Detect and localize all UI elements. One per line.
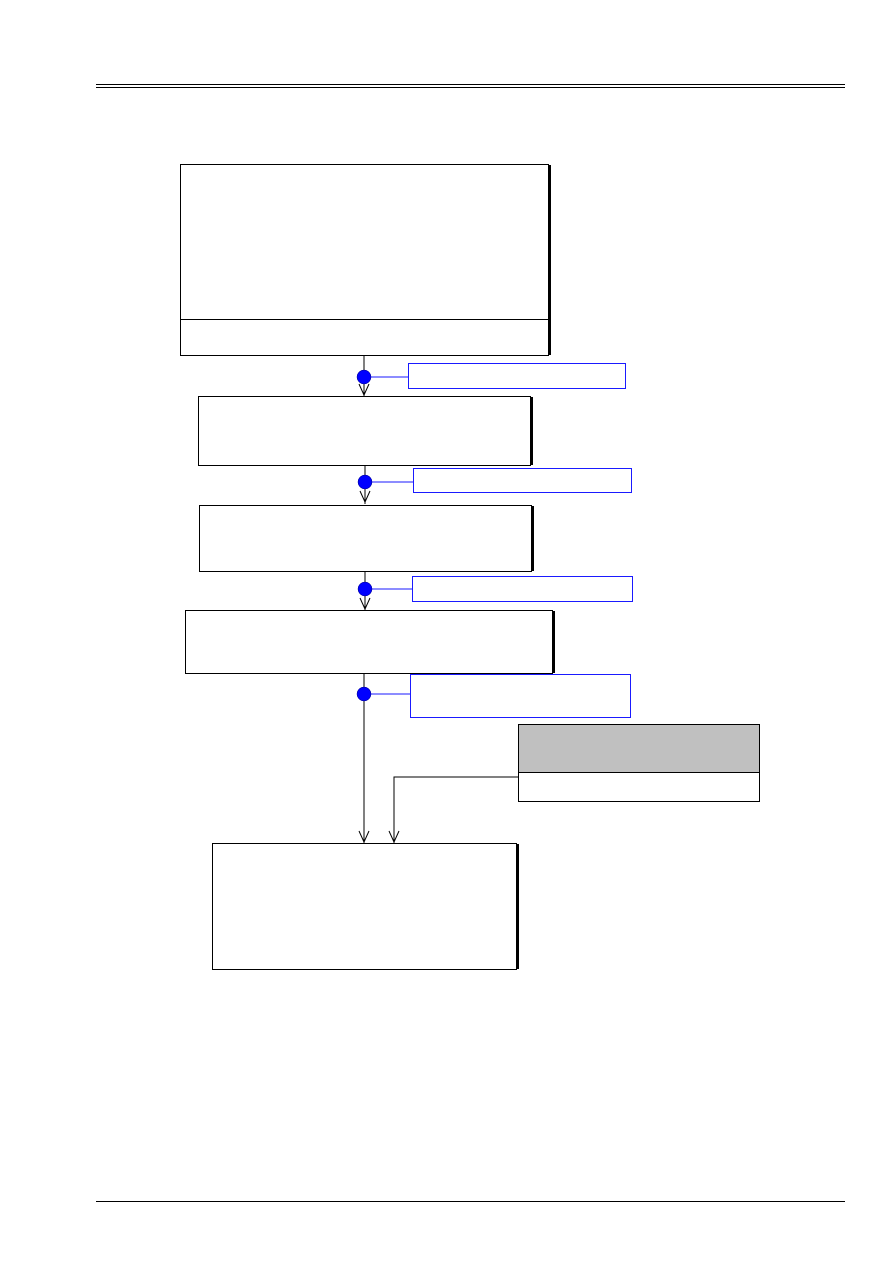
process-box-3 [199, 505, 534, 572]
arrowhead-1-2 [358, 383, 370, 397]
process-box-2 [198, 396, 533, 466]
connector-dot-4 [356, 686, 372, 702]
header-rule-top [96, 84, 845, 85]
connector-dot-3 [357, 581, 373, 597]
side-input-box [518, 724, 760, 802]
connector-dot-1 [356, 369, 372, 385]
arrowhead-3-4 [359, 597, 371, 611]
arrowhead-2-3 [359, 490, 371, 504]
connector-dot-2 [357, 474, 373, 490]
arrowhead-side-input [388, 830, 400, 844]
process-box-4 [185, 610, 555, 674]
annotation-note-2 [413, 468, 632, 493]
annotation-note-4 [410, 674, 631, 718]
arrowhead-4-5 [358, 830, 370, 844]
process-box-1-divider [181, 319, 548, 320]
annotation-note-3 [412, 576, 633, 602]
side-input-header [519, 725, 759, 773]
process-box-1 [180, 164, 551, 356]
header-rule-bottom [96, 87, 845, 88]
footer-rule [96, 1201, 845, 1202]
connector-side-input [393, 776, 518, 843]
annotation-note-1 [408, 363, 626, 389]
process-box-5 [212, 843, 519, 970]
